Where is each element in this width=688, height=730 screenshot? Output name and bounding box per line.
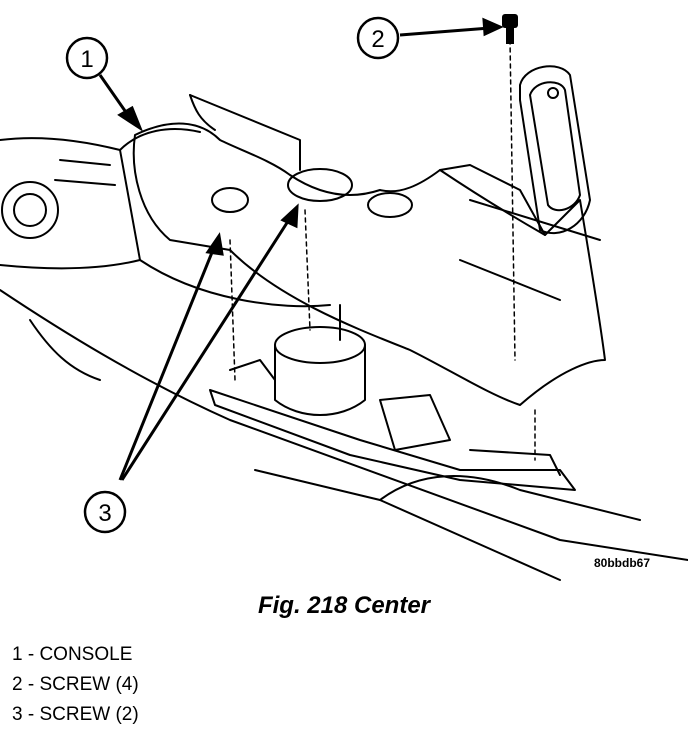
shifter-base	[209, 304, 576, 491]
callout-1-label: 1	[80, 46, 93, 73]
callout-2: 2	[356, 16, 400, 60]
callout-1: 1	[65, 36, 109, 80]
legend-item-console: 1 - CONSOLE	[12, 644, 133, 665]
figure-caption: Fig. 218 Center	[257, 592, 431, 619]
legend-item-screw-4: 2 - SCREW (4)	[12, 674, 139, 695]
floor-outline	[0, 289, 688, 581]
callout-leaders	[98, 17, 504, 481]
console-body	[132, 65, 606, 406]
screw-2-graphic	[502, 14, 518, 44]
dash-panel	[0, 128, 331, 308]
screw-guide-lines	[229, 39, 536, 461]
callout-2-label: 2	[371, 26, 384, 53]
figure-image-code: 80bbdb67	[594, 556, 651, 570]
callout-3: 3	[83, 490, 127, 534]
legend-item-screw-2: 3 - SCREW (2)	[12, 704, 139, 725]
legend: 1 - CONSOLE 2 - SCREW (4) 3 - SCREW (2)	[12, 640, 139, 730]
console-diagram: 1 2 3	[0, 14, 688, 581]
callout-3-label: 3	[98, 500, 111, 527]
